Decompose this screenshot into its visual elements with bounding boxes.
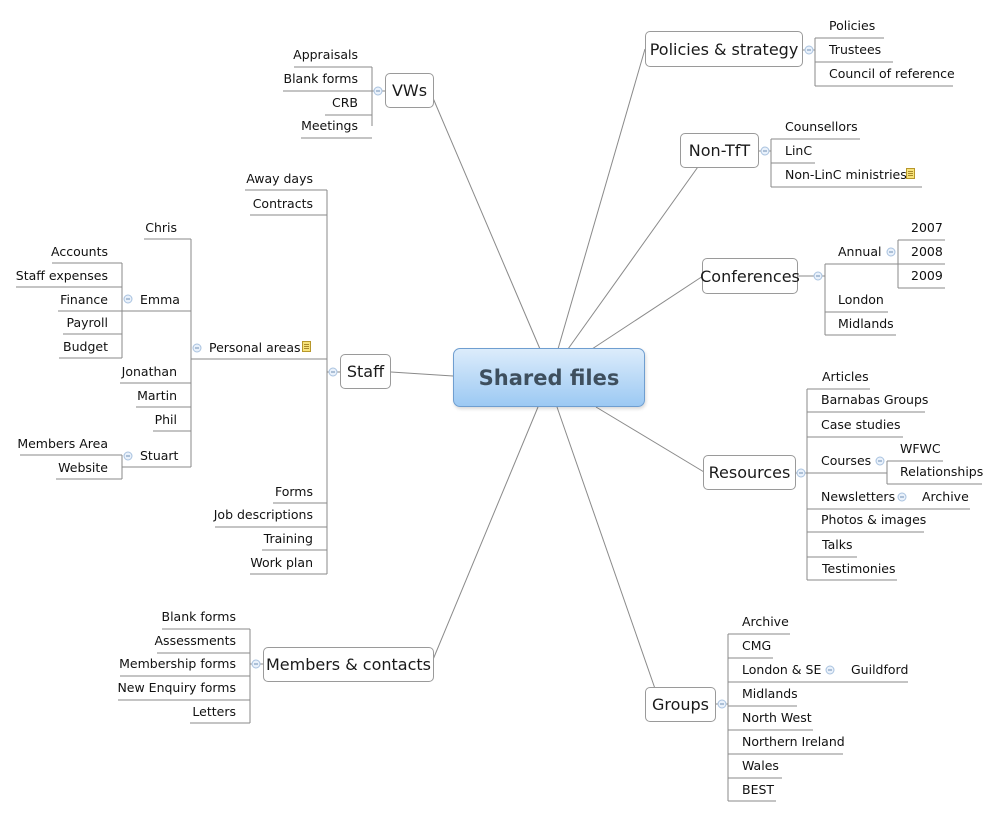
subtopic-training[interactable]: Training [263, 531, 313, 546]
subtopic-testimonies[interactable]: Testimonies [822, 561, 896, 576]
topic-staff[interactable]: Staff [340, 354, 391, 389]
subtopic-website[interactable]: Website [58, 460, 108, 475]
subtopic-courses[interactable]: Courses [821, 453, 872, 468]
subtopic-members-area[interactable]: Members Area [17, 436, 108, 451]
subtopic-council-of-reference[interactable]: Council of reference [829, 66, 955, 81]
subtopic-counsellors[interactable]: Counsellors [785, 119, 858, 134]
subtopic-personal-areas[interactable]: Personal areas [209, 340, 301, 355]
subtopic-away-days[interactable]: Away days [246, 171, 313, 186]
subtopic-2009[interactable]: 2009 [911, 268, 943, 283]
subtopic-meetings[interactable]: Meetings [301, 118, 358, 133]
subtopic-emma[interactable]: Emma [140, 292, 180, 307]
subtopic-payroll[interactable]: Payroll [66, 315, 109, 330]
subtopic-assessments[interactable]: Assessments [154, 633, 237, 648]
subtopic-wfwc[interactable]: WFWC [900, 441, 941, 456]
subtopic-articles[interactable]: Articles [822, 369, 869, 384]
subtopic-best[interactable]: BEST [742, 782, 775, 797]
subtopic-wales[interactable]: Wales [742, 758, 779, 773]
subtopic-forms[interactable]: Forms [274, 484, 313, 499]
note-icon[interactable] [302, 341, 311, 352]
subtopic-blank-forms[interactable]: Blank forms [283, 71, 359, 86]
subtopic-north-west[interactable]: North West [742, 710, 812, 725]
subtopic-london[interactable]: London [838, 292, 884, 307]
subtopic-policies[interactable]: Policies [829, 18, 876, 33]
topic-members-contacts[interactable]: Members & contacts [263, 647, 434, 682]
subtopic-annual[interactable]: Annual [838, 244, 882, 259]
topic-policies-strategy[interactable]: Policies & strategy [645, 31, 803, 67]
subtopic-contracts[interactable]: Contracts [252, 196, 313, 211]
subtopic-stuart[interactable]: Stuart [140, 448, 179, 463]
subtopic-accounts[interactable]: Accounts [51, 244, 108, 259]
subtopic-phil[interactable]: Phil [154, 412, 177, 427]
subtopic-newsletters-archive[interactable]: Archive [922, 489, 969, 504]
subtopic-talks[interactable]: Talks [822, 537, 853, 552]
subtopic-2007[interactable]: 2007 [911, 220, 943, 235]
topic-vws[interactable]: VWs [385, 73, 434, 108]
topic-resources[interactable]: Resources [703, 455, 796, 490]
subtopic-newsletters[interactable]: Newsletters [821, 489, 896, 504]
subtopic-martin[interactable]: Martin [137, 388, 177, 403]
subtopic-groups-archive[interactable]: Archive [742, 614, 789, 629]
subtopic-relationships[interactable]: Relationships [900, 464, 984, 479]
topic-conferences[interactable]: Conferences [700, 258, 800, 294]
subtopic-budget[interactable]: Budget [63, 339, 108, 354]
subtopic-photos-images[interactable]: Photos & images [821, 512, 927, 527]
subtopic-crb[interactable]: CRB [332, 95, 358, 110]
subtopic-letters[interactable]: Letters [192, 704, 236, 719]
topic-non-tft[interactable]: Non-TfT [680, 133, 759, 168]
subtopic-groups-midlands[interactable]: Midlands [742, 686, 798, 701]
topic-groups[interactable]: Groups [645, 687, 716, 722]
subtopic-finance[interactable]: Finance [60, 292, 108, 307]
subtopic-northern-ireland[interactable]: Northern Ireland [742, 734, 845, 749]
note-icon[interactable] [906, 168, 915, 179]
subtopic-barnabas-groups[interactable]: Barnabas Groups [821, 392, 929, 407]
subtopic-appraisals[interactable]: Appraisals [293, 47, 358, 62]
subtopic-linc[interactable]: LinC [785, 143, 813, 158]
subtopic-2008[interactable]: 2008 [911, 244, 943, 259]
subtopic-new-enquiry-forms[interactable]: New Enquiry forms [117, 680, 236, 695]
subtopic-london-se[interactable]: London & SE [742, 662, 822, 677]
subtopic-job-descriptions[interactable]: Job descriptions [213, 507, 313, 522]
subtopic-work-plan[interactable]: Work plan [250, 555, 313, 570]
subtopic-case-studies[interactable]: Case studies [821, 417, 901, 432]
subtopic-trustees[interactable]: Trustees [829, 42, 882, 57]
subtopic-staff-expenses[interactable]: Staff expenses [15, 268, 108, 283]
subtopic-cmg[interactable]: CMG [742, 638, 772, 653]
subtopic-membership-forms[interactable]: Membership forms [119, 656, 236, 671]
subtopic-midlands[interactable]: Midlands [838, 316, 894, 331]
subtopic-members-blank-forms[interactable]: Blank forms [161, 609, 237, 624]
subtopic-non-linc-ministries[interactable]: Non-LinC ministries [785, 167, 907, 182]
central-topic[interactable]: Shared files [453, 348, 645, 407]
subtopic-chris[interactable]: Chris [145, 220, 177, 235]
subtopic-jonathan[interactable]: Jonathan [121, 364, 177, 379]
subtopic-guildford[interactable]: Guildford [851, 662, 909, 677]
